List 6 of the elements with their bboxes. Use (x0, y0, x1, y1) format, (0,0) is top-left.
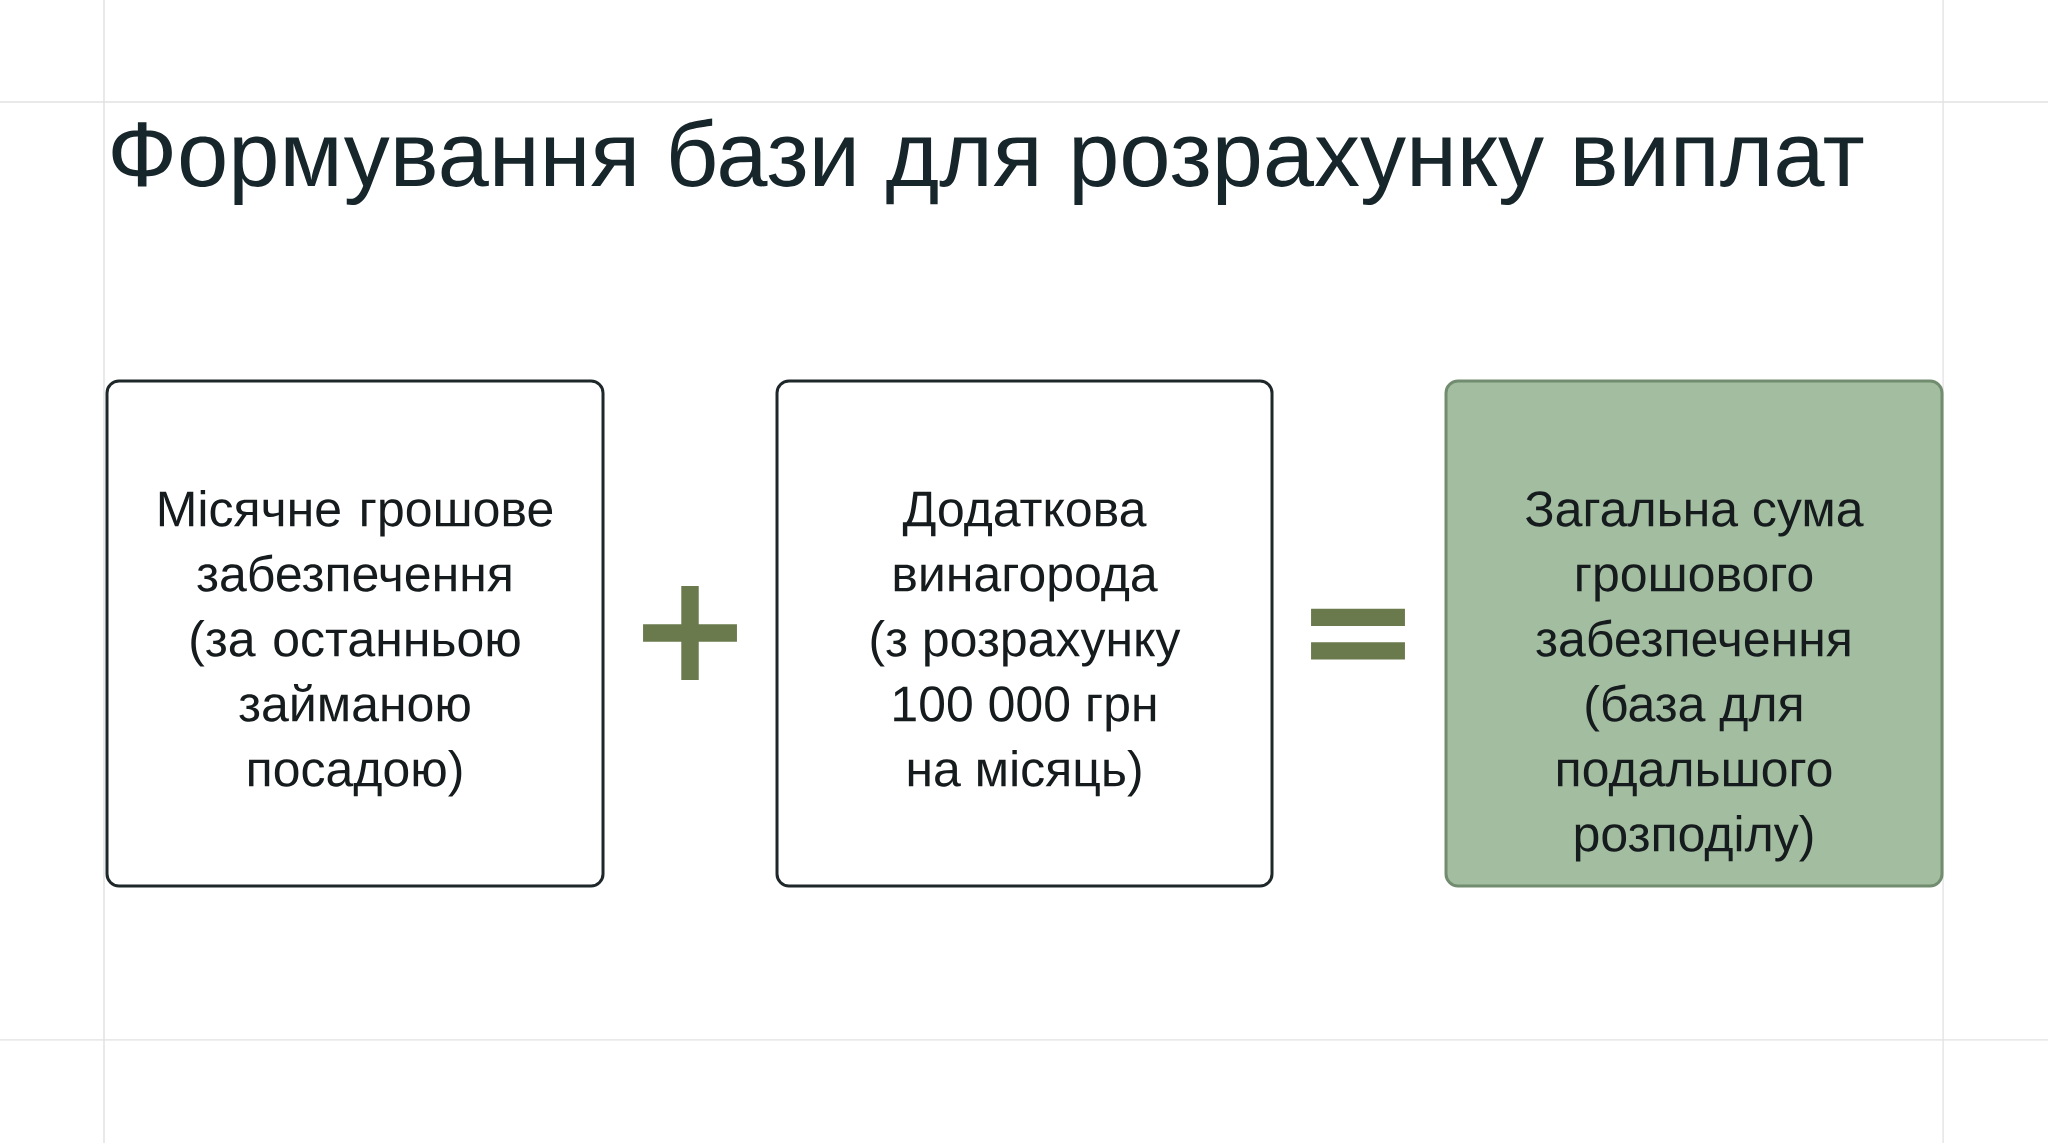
title: Формування бази для розрахунку виплат (112, 118, 1864, 206)
term-box: Місячне грошове забезпечення (за останньою займаною посадою) (105, 379, 605, 888)
result-box: Загальна сума грошового забезпечення (база для подальшого розподілу) (1444, 379, 1944, 888)
term-box: Додаткова винагорода (з розрахунку 100 000 грн на місяць) (775, 379, 1274, 888)
equals-sign: = (1311, 608, 1405, 660)
plus-sign: + (643, 585, 737, 680)
